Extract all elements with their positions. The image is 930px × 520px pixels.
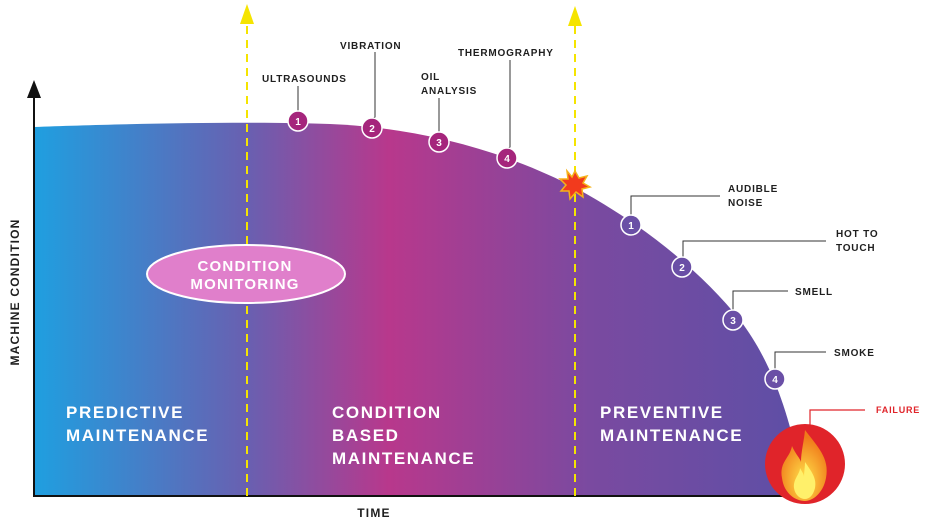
marker-number: 4: [504, 154, 510, 165]
condition-monitoring-line-1: CONDITION: [198, 258, 293, 275]
indicator-label: ULTRASOUNDS: [262, 74, 347, 85]
arrow-condition-monitoring-start: [240, 4, 254, 496]
region-condition-based: CONDITION BASED MAINTENANCE: [332, 403, 475, 468]
marker-circle: [722, 309, 744, 331]
potential-failure-burst-icon: [558, 168, 592, 201]
fire-inner-icon: [793, 462, 816, 499]
region-condition-based-line-1: CONDITION: [332, 403, 442, 422]
marker-number: 2: [679, 263, 685, 274]
marker-number: 3: [436, 138, 442, 149]
region-predictive-line-2: MAINTENANCE: [66, 426, 209, 445]
indicator-oil-analysis: 3 OIL ANALYSIS: [421, 72, 477, 153]
marker-number: 2: [369, 124, 375, 135]
region-predictive-line-1: PREDICTIVE: [66, 403, 184, 422]
indicator-smoke: 4 SMOKE: [764, 348, 875, 390]
region-preventive-line-1: PREVENTIVE: [600, 403, 724, 422]
marker-number: 1: [628, 221, 634, 232]
y-axis-label: MACHINE CONDITION: [8, 218, 22, 365]
region-condition-based-line-2: BASED: [332, 426, 400, 445]
indicator-label-line-2: TOUCH: [836, 243, 875, 254]
indicator-label: THERMOGRAPHY: [458, 48, 554, 59]
arrow-potential-failure: [568, 6, 582, 496]
condition-curve-area: [34, 122, 805, 496]
marker-circle: [428, 131, 450, 153]
indicator-label-line-1: OIL: [421, 72, 440, 83]
condition-monitoring-badge: CONDITION MONITORING: [146, 244, 346, 304]
region-condition-based-line-3: MAINTENANCE: [332, 449, 475, 468]
indicator-label: VIBRATION: [340, 41, 401, 52]
indicator-label: SMOKE: [834, 348, 875, 359]
region-preventive: PREVENTIVE MAINTENANCE: [600, 403, 743, 445]
indicator-label-line-1: HOT TO: [836, 229, 878, 240]
region-predictive: PREDICTIVE MAINTENANCE: [66, 403, 209, 445]
marker-circle: [496, 147, 518, 169]
marker-number: 4: [772, 375, 778, 386]
indicator-label: SMELL: [795, 287, 833, 298]
indicator-audible-noise: 1 AUDIBLE NOISE: [620, 184, 778, 236]
indicator-label-line-2: NOISE: [728, 198, 763, 209]
marker-circle: [764, 368, 786, 390]
marker-circle: [287, 110, 309, 132]
indicator-thermography: 4 THERMOGRAPHY: [458, 48, 554, 169]
condition-monitoring-line-2: MONITORING: [190, 276, 299, 293]
failure-marker: FAILURE: [765, 405, 920, 504]
marker-circle: [361, 117, 383, 139]
region-preventive-line-2: MAINTENANCE: [600, 426, 743, 445]
indicator-ultrasounds: 1 ULTRASOUNDS: [262, 74, 347, 132]
indicator-vibration: 2 VIBRATION: [340, 41, 401, 139]
failure-label: FAILURE: [876, 405, 920, 415]
indicator-label-line-1: AUDIBLE: [728, 184, 778, 195]
marker-number: 3: [730, 316, 736, 327]
fire-icon: [781, 430, 827, 501]
indicator-label-line-2: ANALYSIS: [421, 86, 477, 97]
indicator-hot-to-touch: 2 HOT TO TOUCH: [671, 229, 878, 278]
y-axis: [27, 80, 41, 495]
marker-circle: [671, 256, 693, 278]
indicator-smell: 3 SMELL: [722, 287, 833, 331]
x-axis-label: TIME: [357, 506, 390, 520]
marker-circle: [620, 214, 642, 236]
marker-number: 1: [295, 117, 301, 128]
